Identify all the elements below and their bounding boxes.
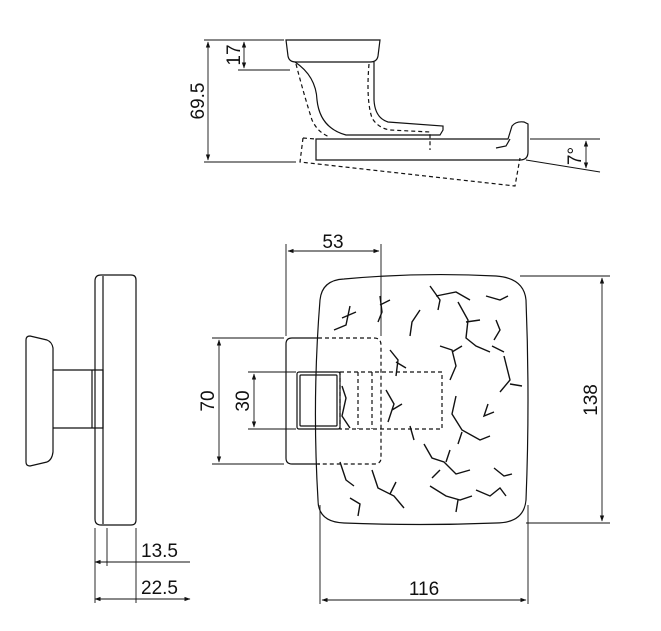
- dim-plate-width: 116: [409, 579, 439, 600]
- dim-tilt-angle: 7°: [565, 147, 586, 165]
- top-view-dimensions: [204, 39, 601, 173]
- hook-base: [315, 121, 529, 161]
- marble-texture: [333, 285, 523, 517]
- side-view: [25, 274, 137, 526]
- top-view: [285, 39, 529, 187]
- hook-arm-hidden: [295, 63, 331, 138]
- hook-base-tilted: [299, 137, 521, 187]
- side-view-dimensions: [94, 528, 191, 603]
- front-plate: [314, 273, 529, 526]
- side-plate: [94, 274, 137, 526]
- hook-cap: [285, 39, 381, 63]
- front-slot: [296, 371, 341, 430]
- hook-arm: [294, 61, 444, 136]
- dim-depth-inner: 13.5: [141, 541, 178, 562]
- side-arm: [53, 369, 104, 429]
- front-block: [285, 337, 320, 465]
- dim-block-width: 53: [322, 232, 343, 253]
- front-view-dimensions: [212, 244, 610, 604]
- side-knob: [25, 335, 54, 467]
- front-view: [285, 273, 529, 526]
- dim-block-height: 70: [198, 390, 219, 411]
- dim-cap-height: 17: [224, 44, 245, 65]
- dim-total-height: 69.5: [188, 83, 209, 120]
- dim-slot-height: 30: [233, 390, 254, 411]
- dim-depth-total: 22.5: [141, 578, 178, 599]
- dim-plate-height: 138: [581, 384, 602, 416]
